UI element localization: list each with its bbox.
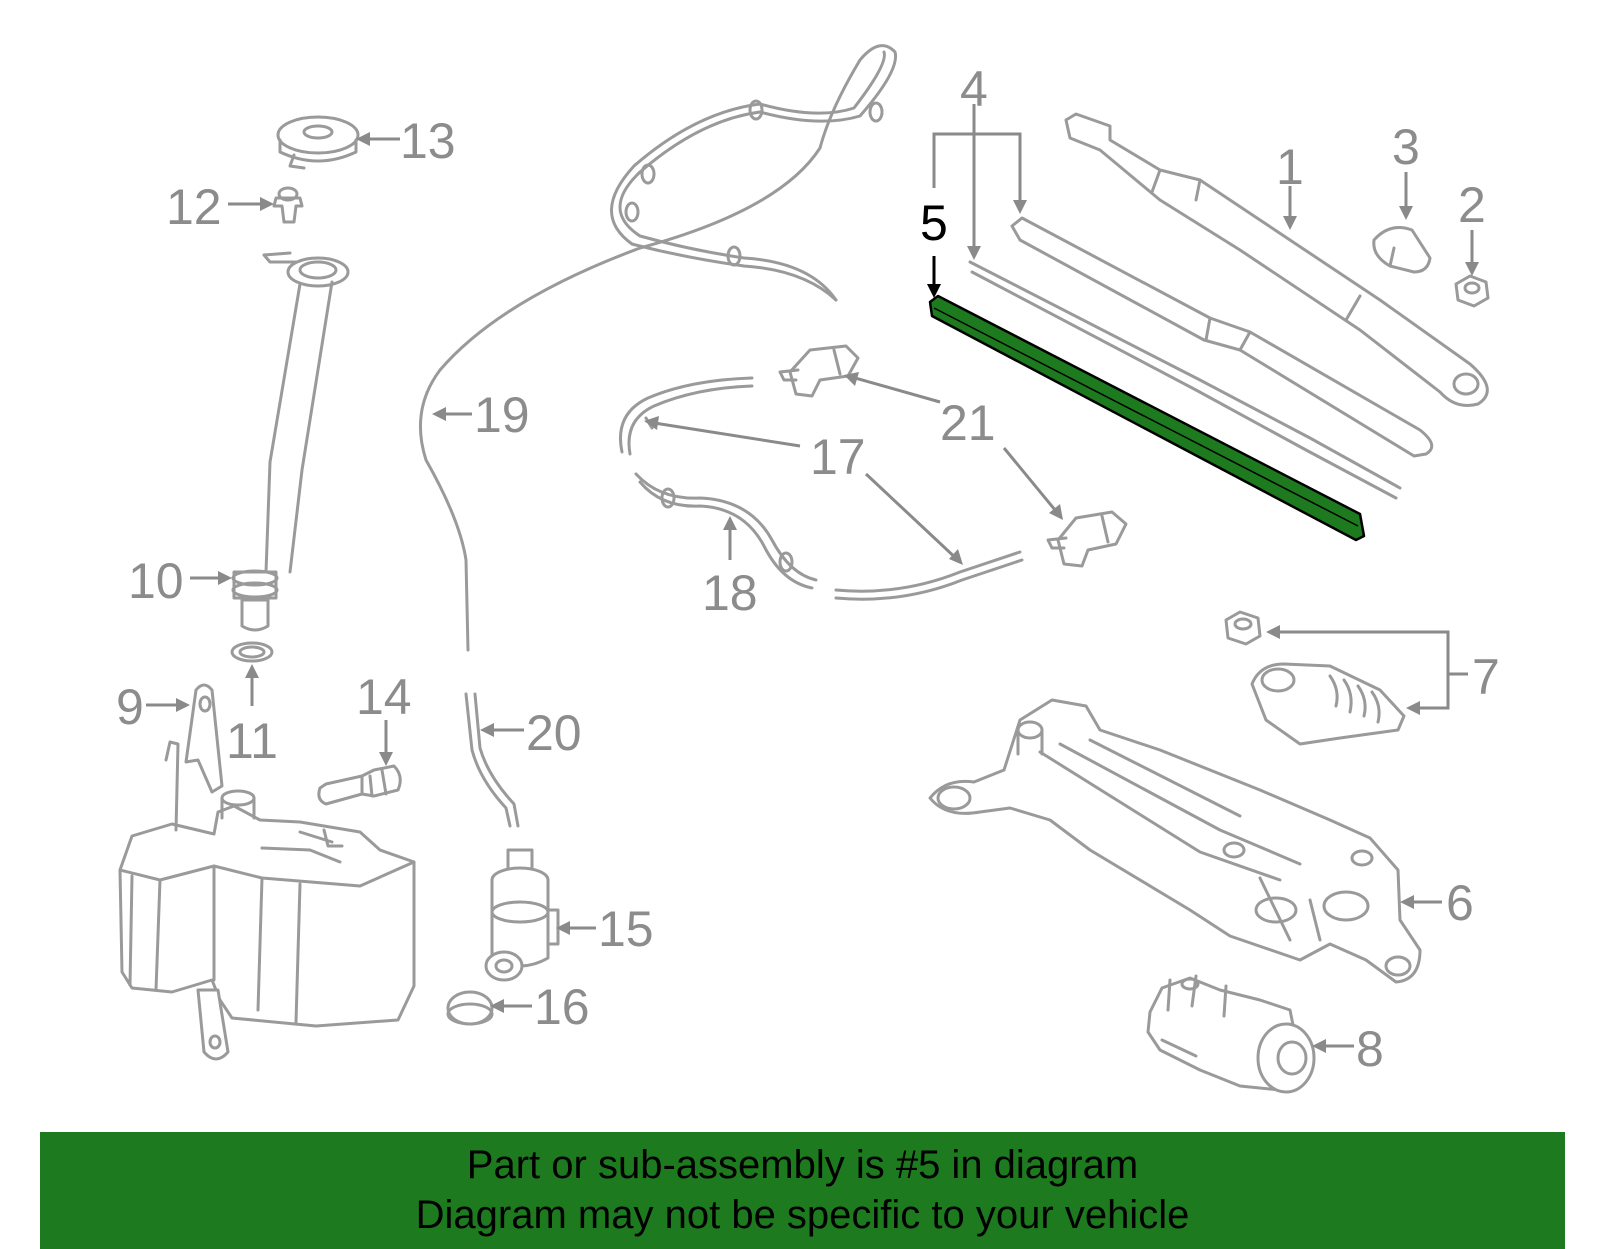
footer-line-1: Part or sub-assembly is #5 in diagram bbox=[466, 1143, 1139, 1187]
part-20-hose[interactable] bbox=[464, 692, 520, 828]
part-2-nut[interactable] bbox=[1454, 274, 1490, 308]
part-16-grommet[interactable] bbox=[446, 990, 494, 1026]
part-6-wiper-linkage[interactable] bbox=[928, 698, 1422, 984]
callout-4: 4 bbox=[960, 61, 988, 117]
part-13-cap[interactable] bbox=[276, 115, 360, 170]
callout-19: 19 bbox=[474, 387, 530, 443]
part-10-filler-neck[interactable] bbox=[231, 251, 350, 632]
callout-14: 14 bbox=[356, 669, 412, 725]
part-21-nozzle-lower[interactable] bbox=[1046, 510, 1128, 568]
part-17-hose-b[interactable] bbox=[834, 550, 1024, 601]
callout-16: 16 bbox=[534, 979, 590, 1035]
callout-9: 9 bbox=[116, 679, 144, 735]
callout-17: 17 bbox=[810, 429, 866, 485]
footer-banner: Part or sub-assembly is #5 in diagram Di… bbox=[40, 1132, 1565, 1249]
part-21-nozzle-upper[interactable] bbox=[778, 344, 860, 398]
callout-7: 7 bbox=[1472, 649, 1500, 705]
part-12-clip[interactable] bbox=[272, 186, 304, 224]
callout-15: 15 bbox=[598, 901, 654, 957]
callout-5: 5 bbox=[920, 195, 948, 251]
callout-1: 1 bbox=[1276, 139, 1304, 195]
part-15-washer-pump[interactable] bbox=[484, 848, 560, 982]
part-8-wiper-motor[interactable] bbox=[1146, 974, 1316, 1094]
callout-6: 6 bbox=[1446, 875, 1474, 931]
callout-12: 12 bbox=[166, 179, 222, 235]
part-9-washer-tank[interactable] bbox=[118, 683, 416, 1061]
footer-line-2: Diagram may not be specific to your vehi… bbox=[415, 1193, 1190, 1237]
callout-13: 13 bbox=[400, 113, 456, 169]
leader-lines bbox=[146, 104, 1479, 1053]
callout-labels: 13 12 10 11 9 14 19 20 15 16 17 18 21 4 … bbox=[116, 61, 1500, 1077]
callout-8: 8 bbox=[1356, 1021, 1384, 1077]
part-17-hose-a[interactable] bbox=[619, 376, 754, 456]
part-11-o-ring[interactable] bbox=[230, 641, 274, 663]
part-5-blade-refill[interactable] bbox=[928, 294, 1366, 542]
part-19-hose-long[interactable] bbox=[419, 44, 898, 652]
callout-11: 11 bbox=[226, 713, 278, 769]
part-7-pivot-cap[interactable] bbox=[1250, 662, 1406, 746]
callout-2: 2 bbox=[1458, 177, 1486, 233]
callout-10: 10 bbox=[128, 553, 184, 609]
callout-20: 20 bbox=[526, 705, 582, 761]
part-18-hose[interactable] bbox=[634, 472, 818, 590]
part-7-nut[interactable] bbox=[1224, 610, 1262, 646]
part-3-cap-cover[interactable] bbox=[1372, 226, 1432, 274]
part-4-wiper-blade[interactable] bbox=[968, 216, 1434, 500]
callout-21: 21 bbox=[940, 395, 996, 451]
part-1-wiper-arm[interactable] bbox=[1064, 112, 1489, 407]
callout-18: 18 bbox=[702, 565, 758, 621]
part-14-level-sensor[interactable] bbox=[317, 764, 402, 806]
callout-3: 3 bbox=[1392, 119, 1420, 175]
